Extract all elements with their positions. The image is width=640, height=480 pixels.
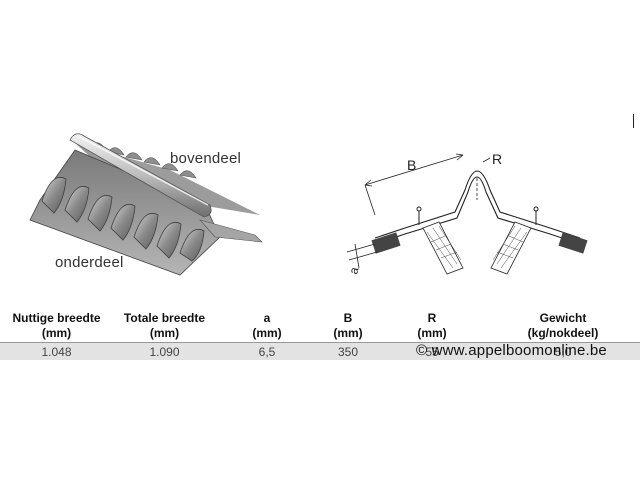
header-useful-width: Nuttige breedte (mm)	[0, 311, 113, 343]
header-weight: Gewicht (kg/nokdeel)	[486, 311, 640, 343]
header-name: Totale breedte	[123, 311, 206, 325]
header-unit: (mm)	[252, 326, 282, 340]
header-name: a	[263, 311, 271, 325]
header-name: Nuttige breedte	[12, 311, 101, 325]
header-unit: (mm)	[41, 326, 72, 340]
cell-useful-width: 1.048	[0, 342, 113, 360]
ridge-cross-section-diagram: B R a	[346, 151, 588, 276]
table-header-row: Nuttige breedte (mm) Totale breedte (mm)…	[0, 311, 640, 343]
cell-total-width: 1.090	[113, 342, 216, 360]
header-b: B (mm)	[318, 311, 378, 343]
header-unit: (mm)	[333, 326, 363, 340]
dimension-b-label: B	[407, 157, 416, 173]
upper-part-label: bovendeel	[170, 150, 242, 167]
header-unit: (mm)	[417, 326, 447, 340]
cell-r: 55	[378, 342, 486, 360]
header-name: R	[427, 311, 437, 325]
ridge-cap-illustration	[29, 133, 263, 276]
header-name: Gewicht	[539, 311, 587, 325]
cell-b: 350	[318, 342, 378, 360]
lower-part-label: onderdeel	[55, 254, 124, 271]
header-name: B	[343, 311, 353, 325]
dimension-r-label: R	[492, 151, 502, 167]
specification-table: Nuttige breedte (mm) Totale breedte (mm)…	[0, 311, 640, 360]
watermark-text: © www.appelboomonline.be	[416, 342, 607, 359]
text-cursor	[633, 114, 634, 128]
cell-a: 6,5	[216, 342, 318, 360]
header-unit: (kg/nokdeel)	[527, 326, 599, 340]
table-row: 1.048 1.090 6,5 350 55 5,0	[0, 342, 640, 360]
cell-weight: 5,0	[486, 342, 640, 360]
header-total-width: Totale breedte (mm)	[113, 311, 216, 343]
dimension-a-label: a	[346, 265, 361, 275]
header-a: a (mm)	[216, 311, 318, 343]
header-r: R (mm)	[378, 311, 486, 343]
header-unit: (mm)	[149, 326, 180, 340]
